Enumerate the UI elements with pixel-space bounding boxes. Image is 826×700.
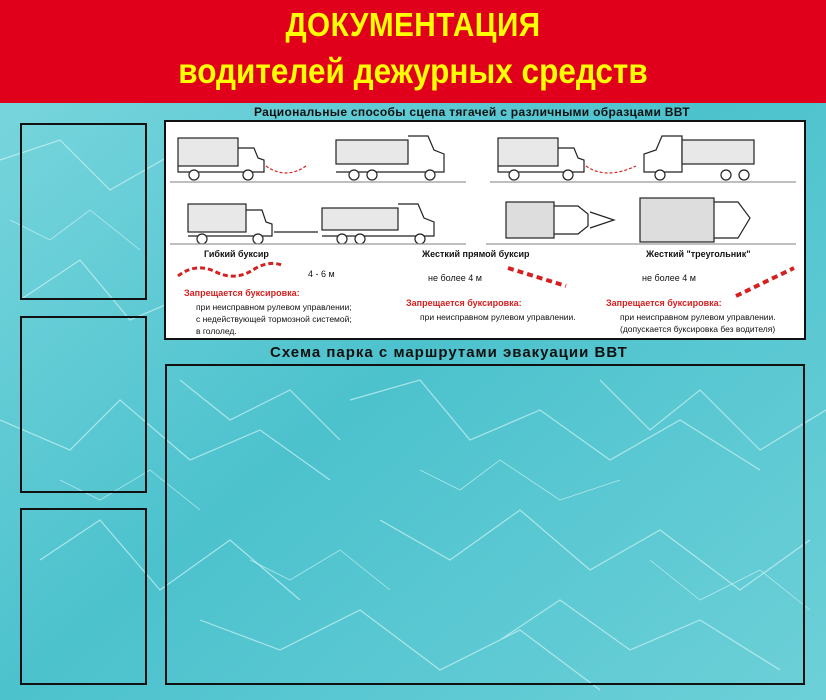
park-scheme-area xyxy=(165,364,805,685)
method-2-forbidden-title: Запрещается буксировка: xyxy=(406,298,522,308)
document-slot-3 xyxy=(20,508,147,685)
towing-diagram-board: Гибкий буксир 4 - 6 м Запрещается буксир… xyxy=(164,120,806,340)
method-2-forbidden-item: при неисправном рулевом управлении. xyxy=(420,312,576,322)
truck-pair-flexible-left xyxy=(170,135,466,183)
towing-illustrations xyxy=(170,135,796,298)
method-2-name: Жесткий прямой буксир xyxy=(422,249,530,259)
method-1-distance: 4 - 6 м xyxy=(308,269,335,279)
title-line-2: водителей дежурных средств xyxy=(178,52,648,91)
method-3-name: Жесткий "треугольник" xyxy=(646,249,751,259)
method-2-distance: не более 4 м xyxy=(428,273,482,283)
method-1-forbidden-item: в гололед. xyxy=(196,326,237,336)
title-line-1: ДОКУМЕНТАЦИЯ xyxy=(285,6,541,43)
method-1-forbidden-item: при неисправном рулевом управлении; xyxy=(196,302,352,312)
method-3-forbidden-item: при неисправном рулевом управлении. xyxy=(620,312,776,322)
title-banner: ДОКУМЕНТАЦИЯ водителей дежурных средств xyxy=(0,0,826,103)
park-heading: Схема парка с маршрутами эвакуации ВВТ xyxy=(270,344,628,361)
rigid-triangle-tow-icon xyxy=(735,266,795,298)
towing-heading: Рациональные способы сцепа тягачей с раз… xyxy=(254,105,690,119)
method-1-name: Гибкий буксир xyxy=(204,249,269,259)
truck-pair-rigid-straight xyxy=(170,203,466,245)
method-3-forbidden-title: Запрещается буксировка: xyxy=(606,298,722,308)
method-1-forbidden-item: с недействующей тормозной системой; xyxy=(196,314,352,324)
method-3-distance: не более 4 м xyxy=(642,273,696,283)
method-1-forbidden-title: Запрещается буксировка: xyxy=(184,288,300,298)
method-3-forbidden-item: (допускается буксировка без водителя) xyxy=(620,324,776,334)
truck-pair-flexible-right xyxy=(490,135,796,183)
truck-pair-rigid-triangle xyxy=(486,197,796,245)
document-slot-2 xyxy=(20,316,147,493)
document-slot-1 xyxy=(20,123,147,300)
rigid-straight-tow-icon xyxy=(507,266,567,288)
flexible-tow-icon xyxy=(177,261,285,278)
